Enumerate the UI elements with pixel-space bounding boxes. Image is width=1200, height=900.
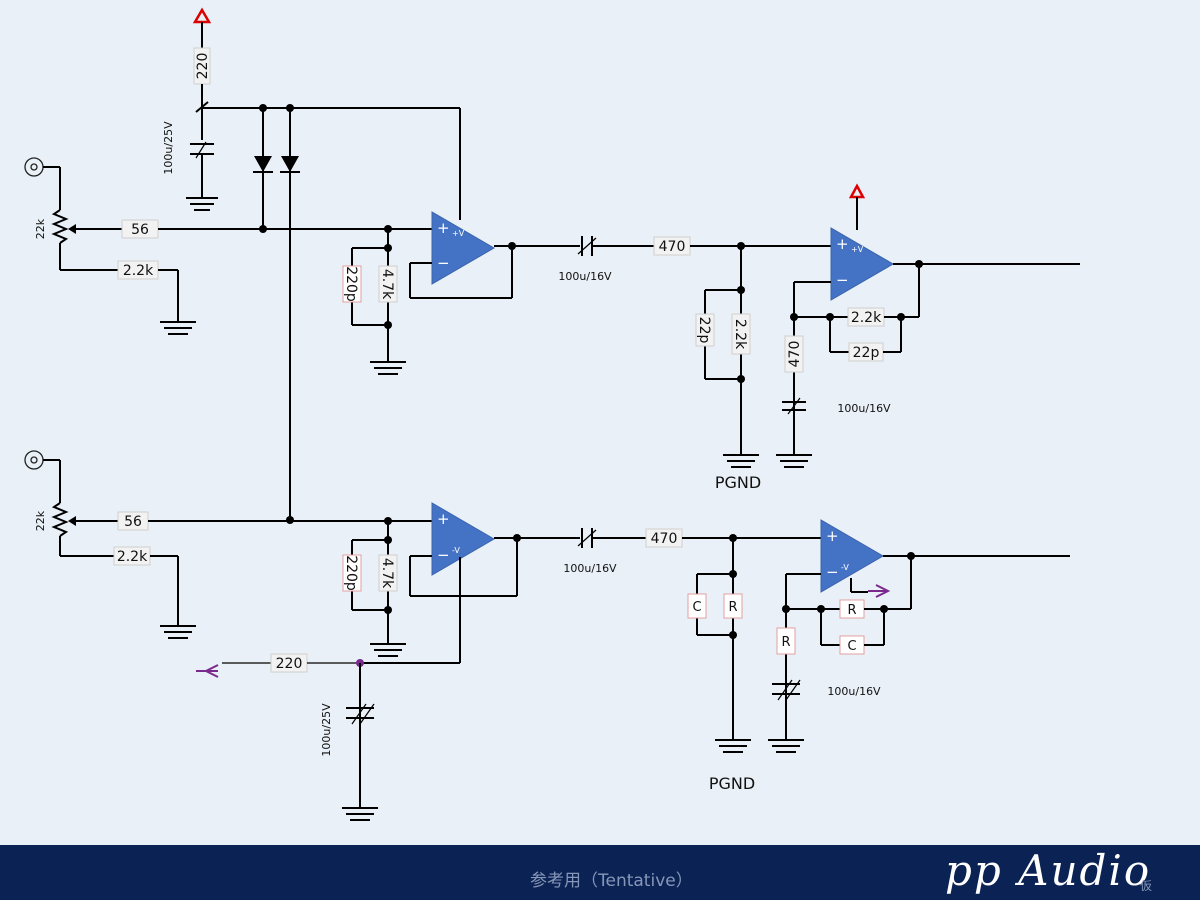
stage1-resistor-1: 4.7k	[378, 265, 398, 303]
gain-cap-2: 100u/16V	[772, 679, 881, 701]
pot-ground-resistor-1: 2.2k	[117, 260, 159, 280]
stage1-cap-1: 220p	[342, 265, 362, 303]
input-jack-2	[24, 450, 44, 470]
input-series-label-2: 56	[124, 514, 142, 530]
input-series-resistor-2: 56	[117, 511, 149, 531]
opamp-4-minus: −	[826, 563, 839, 581]
input-jack-1	[24, 157, 44, 177]
gain-cap-label-1: 100u/16V	[837, 402, 891, 415]
stage1-cap-label-2: 220p	[343, 555, 359, 591]
decoupling-cap-label-2: 100u/25V	[320, 703, 333, 757]
vplus-supply-arrow-1	[192, 7, 212, 48]
gain-resistor-2: R	[776, 627, 796, 655]
shunt-resistor-2: R	[723, 593, 743, 619]
opamp-3-plus: +	[437, 510, 450, 528]
shunt-cap-label-2: C	[692, 600, 701, 615]
vplus-supply-arrow-2	[848, 183, 866, 230]
vplus-resistor: 220	[193, 47, 211, 85]
vplus-resistor-label: 220	[195, 53, 211, 80]
opamp-2-vplus: +V	[851, 245, 864, 254]
vminus-resistor-label: 220	[276, 656, 303, 672]
opamp-2: + +V −	[830, 227, 894, 301]
opamp-1-minus: −	[437, 254, 450, 272]
opamp-4-vminus: -V	[841, 563, 849, 572]
feedback-resistor-label-2: R	[847, 603, 856, 618]
volume-pot-label-2: 22k	[34, 510, 47, 531]
feedback-resistor-2: R	[839, 599, 865, 619]
opamp-3-minus: −	[437, 546, 450, 564]
brand-logo: pp Audio	[945, 846, 1152, 895]
top-channel: 220 100u/25V	[24, 7, 1080, 520]
pot-ground-label-1: 2.2k	[123, 263, 154, 279]
feedback-cap-1: 22p	[848, 342, 884, 362]
input-series-label-1: 56	[131, 222, 149, 238]
gain-cap-1: 100u/16V	[782, 397, 891, 415]
feedback-cap-label-1: 22p	[853, 345, 880, 361]
gain-resistor-1: 470	[784, 335, 804, 373]
decoupling-cap: 100u/25V	[162, 121, 218, 211]
gain-resistor-label-2: R	[781, 635, 790, 650]
opamp-4: + − -V	[820, 519, 884, 593]
footer-note: 参考用（Tentative）	[530, 871, 693, 891]
decoupling-cap-label: 100u/25V	[162, 121, 175, 175]
gain-cap-label-2: 100u/16V	[827, 685, 881, 698]
stage1-resistor-2: 4.7k	[378, 554, 398, 592]
shunt-resistor-1: 2.2k	[731, 313, 751, 355]
stage1-resistor-label-1: 4.7k	[379, 269, 395, 300]
coupling-cap-2: 100u/16V	[563, 528, 617, 575]
input-series-resistor-1: 56	[121, 219, 159, 239]
opamp-1-plus: +	[437, 219, 450, 237]
feedback-cap-2: C	[839, 635, 865, 655]
opamp-1-vplus: +V	[452, 229, 465, 238]
ground-label-1: PGND	[715, 473, 761, 492]
shunt-cap-label-1: 22p	[696, 317, 712, 344]
opamp-2-plus: +	[836, 235, 849, 253]
shunt-cap-2: C	[687, 593, 707, 619]
shunt-cap-1: 22p	[695, 313, 715, 347]
brand-suffix: 仮	[1140, 879, 1153, 893]
stage1-cap-2: 220p	[342, 554, 362, 592]
shunt-resistor-label-2: R	[728, 600, 737, 615]
schematic-diagram: 220 100u/25V	[24, 7, 1080, 821]
volume-pot-label-1: 22k	[34, 218, 47, 239]
footer-bar	[0, 845, 1200, 900]
series-resistor-label-1: 470	[659, 239, 686, 255]
decoupling-cap-2: 100u/25V	[320, 703, 375, 757]
coupling-cap-label-1: 100u/16V	[558, 270, 612, 283]
vminus-resistor: 220	[270, 653, 308, 673]
series-resistor-1: 470	[653, 236, 691, 256]
feedback-resistor-1: 2.2k	[847, 307, 885, 327]
stage1-resistor-label-2: 4.7k	[379, 558, 395, 589]
vminus-supply-arrow-2	[868, 584, 891, 598]
coupling-cap-label-2: 100u/16V	[563, 562, 617, 575]
opamp-4-plus: +	[826, 527, 839, 545]
opamp-3: + − -V	[431, 502, 495, 576]
feedback-resistor-label-1: 2.2k	[851, 310, 882, 326]
pot-ground-resistor-2: 2.2k	[113, 546, 151, 566]
volume-pot-1: 22k	[34, 209, 76, 270]
diode-1	[253, 108, 273, 229]
series-resistor-2: 470	[645, 528, 683, 548]
bottom-channel: 22k 56 2.2k 220p 4.7k	[24, 450, 1070, 821]
feedback-cap-label-2: C	[847, 639, 856, 654]
shunt-resistor-label-1: 2.2k	[732, 319, 748, 350]
ground-label-2: PGND	[709, 774, 755, 793]
pot-ground-label-2: 2.2k	[117, 549, 148, 565]
volume-pot-2: 22k	[34, 502, 76, 556]
series-resistor-label-2: 470	[651, 531, 678, 547]
gain-resistor-label-1: 470	[787, 341, 803, 368]
stage1-cap-label-1: 220p	[343, 266, 359, 302]
diode-2	[280, 108, 300, 520]
coupling-cap-1: 100u/16V	[558, 236, 612, 283]
vminus-supply-arrow-1	[196, 664, 219, 678]
opamp-1: + +V −	[431, 211, 495, 285]
opamp-2-minus: −	[836, 271, 849, 289]
opamp-3-vminus: -V	[452, 546, 460, 555]
